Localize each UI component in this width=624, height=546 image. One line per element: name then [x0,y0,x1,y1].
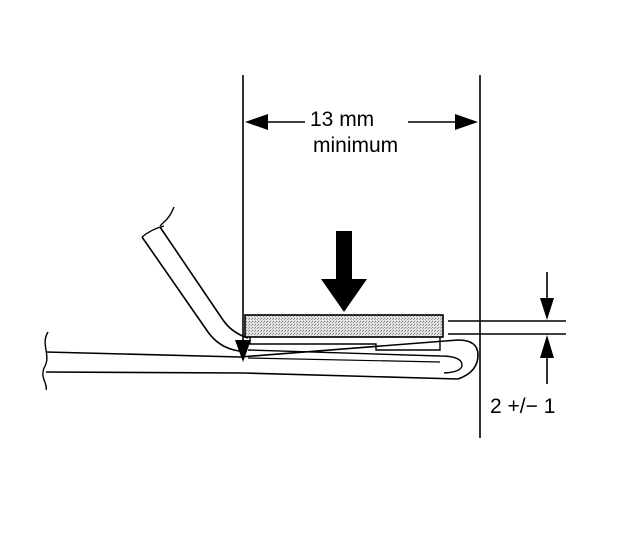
arrowhead-left-icon [245,114,268,130]
corner-arrowhead-icon [235,340,251,362]
arrowhead-up-icon [540,335,554,358]
gap-dimension [448,272,566,384]
width-dimension-line [245,114,478,130]
arrowhead-down-icon [540,298,554,320]
arrowhead-right-icon [455,114,478,130]
adhesive-pad [244,314,444,338]
gap-dimension-value: 2 +/− 1 [490,395,556,418]
inclined-panel [141,206,249,353]
hemmed-flange [42,331,479,391]
down-arrow-icon [321,231,367,312]
width-dimension-qualifier: minimum [313,134,399,157]
width-dimension-value: 13 mm [307,109,378,130]
